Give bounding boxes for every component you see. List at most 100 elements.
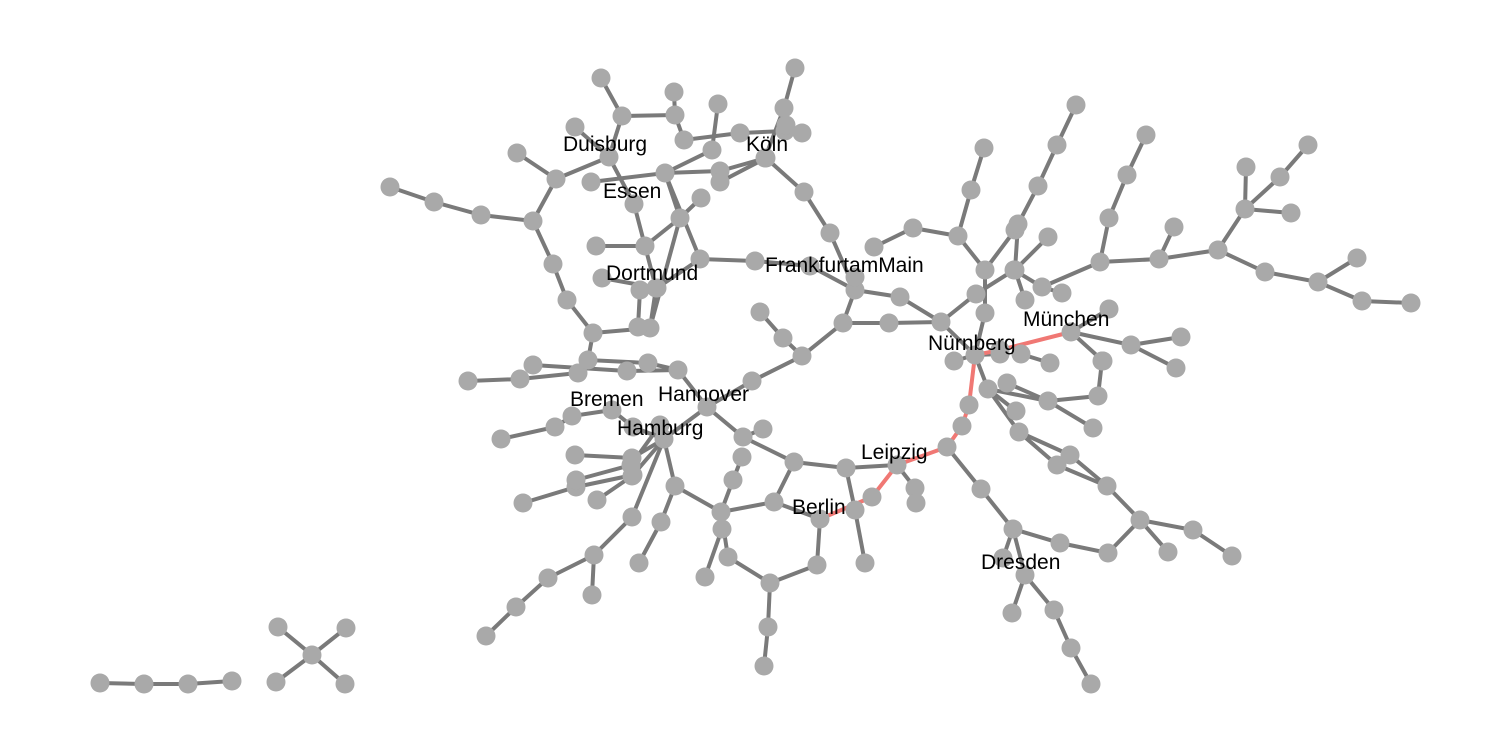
graph-node: [959, 395, 979, 415]
graph-node: [1044, 600, 1064, 620]
graph-node: [974, 138, 994, 158]
graph-node: [638, 353, 658, 373]
graph-node: [491, 429, 511, 449]
graph-node: [90, 673, 110, 693]
graph-node: [1166, 358, 1186, 378]
graph-node: [565, 445, 585, 465]
label-dresden: Dresden: [981, 551, 1060, 574]
graph-node: [1052, 283, 1072, 303]
graph-node: [471, 205, 491, 225]
graph-node: [1308, 272, 1328, 292]
graph-node: [971, 479, 991, 499]
graph-node: [1130, 510, 1150, 530]
graph-node: [760, 573, 780, 593]
graph-node: [1047, 135, 1067, 155]
graph-node: [665, 105, 685, 125]
graph-node: [510, 369, 530, 389]
graph-node: [268, 617, 288, 637]
label-dortmund: Dortmund: [606, 262, 698, 285]
graph-node: [617, 361, 637, 381]
label-bremen: Bremen: [570, 388, 644, 411]
graph-node: [776, 115, 796, 135]
graph-node: [507, 143, 527, 163]
graph-node: [1099, 208, 1119, 228]
graph-node: [380, 177, 400, 197]
label-nuernberg: Nürnberg: [928, 332, 1016, 355]
graph-node: [691, 188, 711, 208]
graph-node: [647, 278, 667, 298]
graph-node: [584, 545, 604, 565]
graph-node: [1032, 277, 1052, 297]
graph-node: [222, 671, 242, 691]
graph-node: [730, 123, 750, 143]
graph-node: [952, 416, 972, 436]
graph-node: [733, 427, 753, 447]
graph-node: [1149, 249, 1169, 269]
graph-node: [1088, 386, 1108, 406]
graph-node: [1038, 391, 1058, 411]
graph-node: [944, 351, 964, 371]
graph-node: [1083, 418, 1103, 438]
edge-path-14: [637, 437, 678, 565]
label-duisburg: Duisburg: [563, 133, 647, 156]
graph-node: [655, 163, 675, 183]
graph-node: [630, 280, 650, 300]
graph-node: [1047, 455, 1067, 475]
graph-node: [1040, 353, 1060, 373]
graph-node: [754, 656, 774, 676]
graph-node: [695, 567, 715, 587]
graph-node: [903, 218, 923, 238]
graph-node: [545, 417, 565, 437]
label-berlin: Berlin: [792, 496, 846, 519]
edge-path-81: [1023, 573, 1093, 686]
graph-node: [670, 208, 690, 228]
graph-node: [784, 452, 804, 472]
graph-node: [948, 226, 968, 246]
graph-node: [1347, 248, 1367, 268]
graph-node: [628, 317, 648, 337]
label-frankfurt: FrankfurtamMain: [765, 254, 924, 277]
graph-node: [1171, 327, 1191, 347]
graph-node: [178, 674, 198, 694]
graph-node: [773, 328, 793, 348]
graph-node: [718, 547, 738, 567]
label-hamburg: Hamburg: [617, 417, 703, 440]
graph-node: [1281, 203, 1301, 223]
graph-node: [1158, 542, 1178, 562]
edge-path-28: [388, 155, 611, 224]
graph-node: [753, 419, 773, 439]
node-layer: [90, 58, 1421, 694]
graph-node: [476, 626, 496, 646]
graph-node: [1061, 322, 1081, 342]
graph-node: [583, 323, 603, 343]
graph-node: [1235, 199, 1255, 219]
edge-path-9: [521, 437, 666, 505]
graph-node: [1090, 252, 1110, 272]
edge-path-78: [945, 445, 1142, 556]
graph-node: [905, 478, 925, 498]
graph-node: [1117, 165, 1137, 185]
graph-node: [1401, 293, 1421, 313]
graph-node: [1298, 135, 1318, 155]
graph-node: [1061, 638, 1081, 658]
graph-node: [990, 340, 1010, 360]
edge-path-22: [719, 510, 822, 586]
graph-node: [592, 268, 612, 288]
graph-node: [581, 172, 601, 192]
graph-node: [650, 415, 670, 435]
label-essen: Essen: [603, 180, 661, 203]
graph-node: [745, 251, 765, 271]
graph-node: [792, 346, 812, 366]
graph-node: [1236, 157, 1256, 177]
graph-node: [836, 458, 856, 478]
graph-node: [1099, 299, 1119, 319]
graph-node: [732, 447, 752, 467]
graph-node: [557, 290, 577, 310]
graph-node: [931, 312, 951, 332]
graph-node: [1002, 603, 1022, 623]
graph-node: [961, 180, 981, 200]
graph-node: [1270, 167, 1290, 187]
graph-node: [1060, 445, 1080, 465]
graph-node: [993, 548, 1013, 568]
graph-node: [424, 192, 444, 212]
